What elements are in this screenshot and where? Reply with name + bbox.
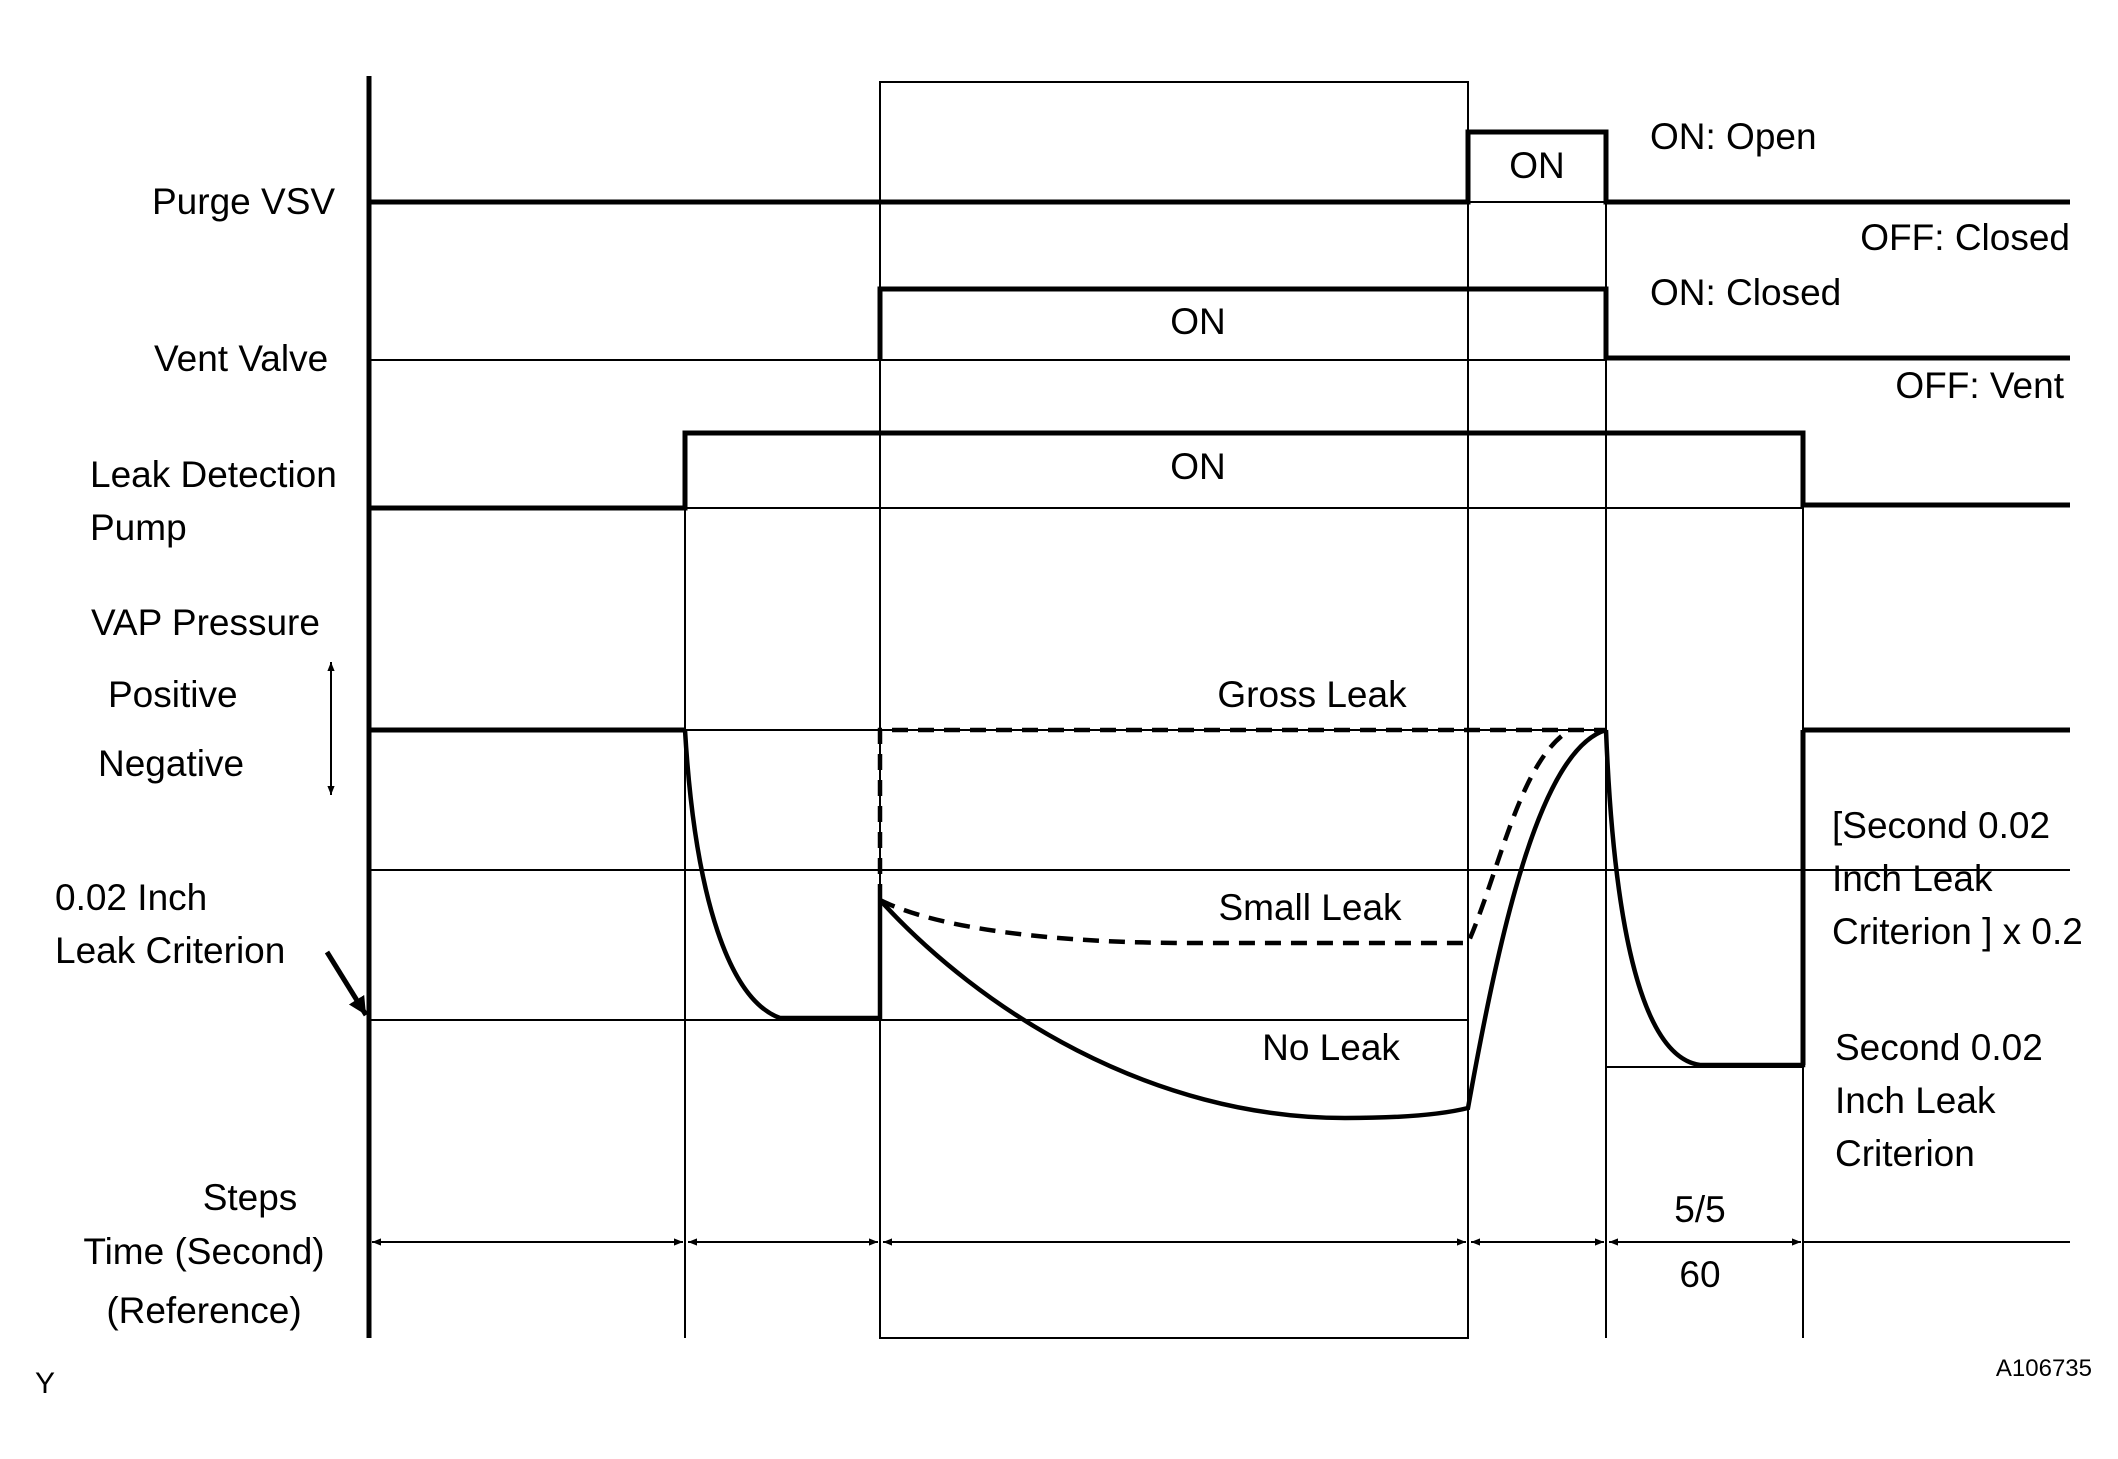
small-leak-curve [878,728,1572,946]
pump-on-label: ON [1170,446,1226,487]
small-leak-label: Small Leak [1218,887,1402,928]
vent-off-legend: OFF: Vent [1895,365,2064,406]
second-criterion-label-line3: Criterion [1835,1133,1975,1174]
second-check-curve [1603,729,1806,1068]
time-label: Time (Second) [83,1231,324,1272]
left-code-label: Y [35,1367,55,1400]
criterion-label-line1: 0.02 Inch [55,877,207,918]
vent-valve-label: Vent Valve [154,338,328,379]
second-x02-label-line1: [Second 0.02 [1832,805,2050,846]
gross-leak-label: Gross Leak [1217,674,1407,715]
reference-label: (Reference) [106,1290,301,1331]
pressure-curves [682,727,1806,1121]
second-criterion-label-line2: Inch Leak [1835,1080,1996,1121]
purge-vsv-label: Purge VSV [152,181,335,222]
pump-down-curve [682,729,883,1021]
time-value-label: 60 [1679,1254,1720,1295]
second-x02-label-line2: Inch Leak [1832,858,1993,899]
leak-detection-pump-trace [369,430,2070,511]
purge-on-legend: ON: Open [1650,116,1817,157]
purge-vsv-trace [369,129,2070,205]
second-criterion-label-line1: Second 0.02 [1835,1027,2043,1068]
purge-off-legend: OFF: Closed [1860,217,2070,258]
no-leak-label: No Leak [1262,1027,1400,1068]
second-x02-label-line3: Criterion ] x 0.2 [1832,911,2083,952]
gross-leak-curve [877,727,1606,900]
step-dividers [684,134,1804,1338]
criterion-pointer-arrow [324,950,369,1017]
vent-valve-trace [369,286,2070,361]
positive-label: Positive [108,674,238,715]
pressure-reference-lines [369,727,2070,1068]
pump-label-line1: Leak Detection [90,454,337,495]
no-leak-curve [878,727,1607,1121]
criterion-label-line2: Leak Criterion [55,930,285,971]
vent-on-label: ON [1170,301,1226,342]
steps-label: Steps [203,1177,298,1218]
figure-id-label: A106735 [1996,1355,2092,1382]
pump-label-line2: Pump [90,507,187,548]
vap-pressure-label: VAP Pressure [91,602,320,643]
step-value-label: 5/5 [1674,1189,1725,1230]
purge-on-label: ON [1509,145,1565,186]
negative-label: Negative [98,743,244,784]
vent-on-legend: ON: Closed [1650,272,1841,313]
